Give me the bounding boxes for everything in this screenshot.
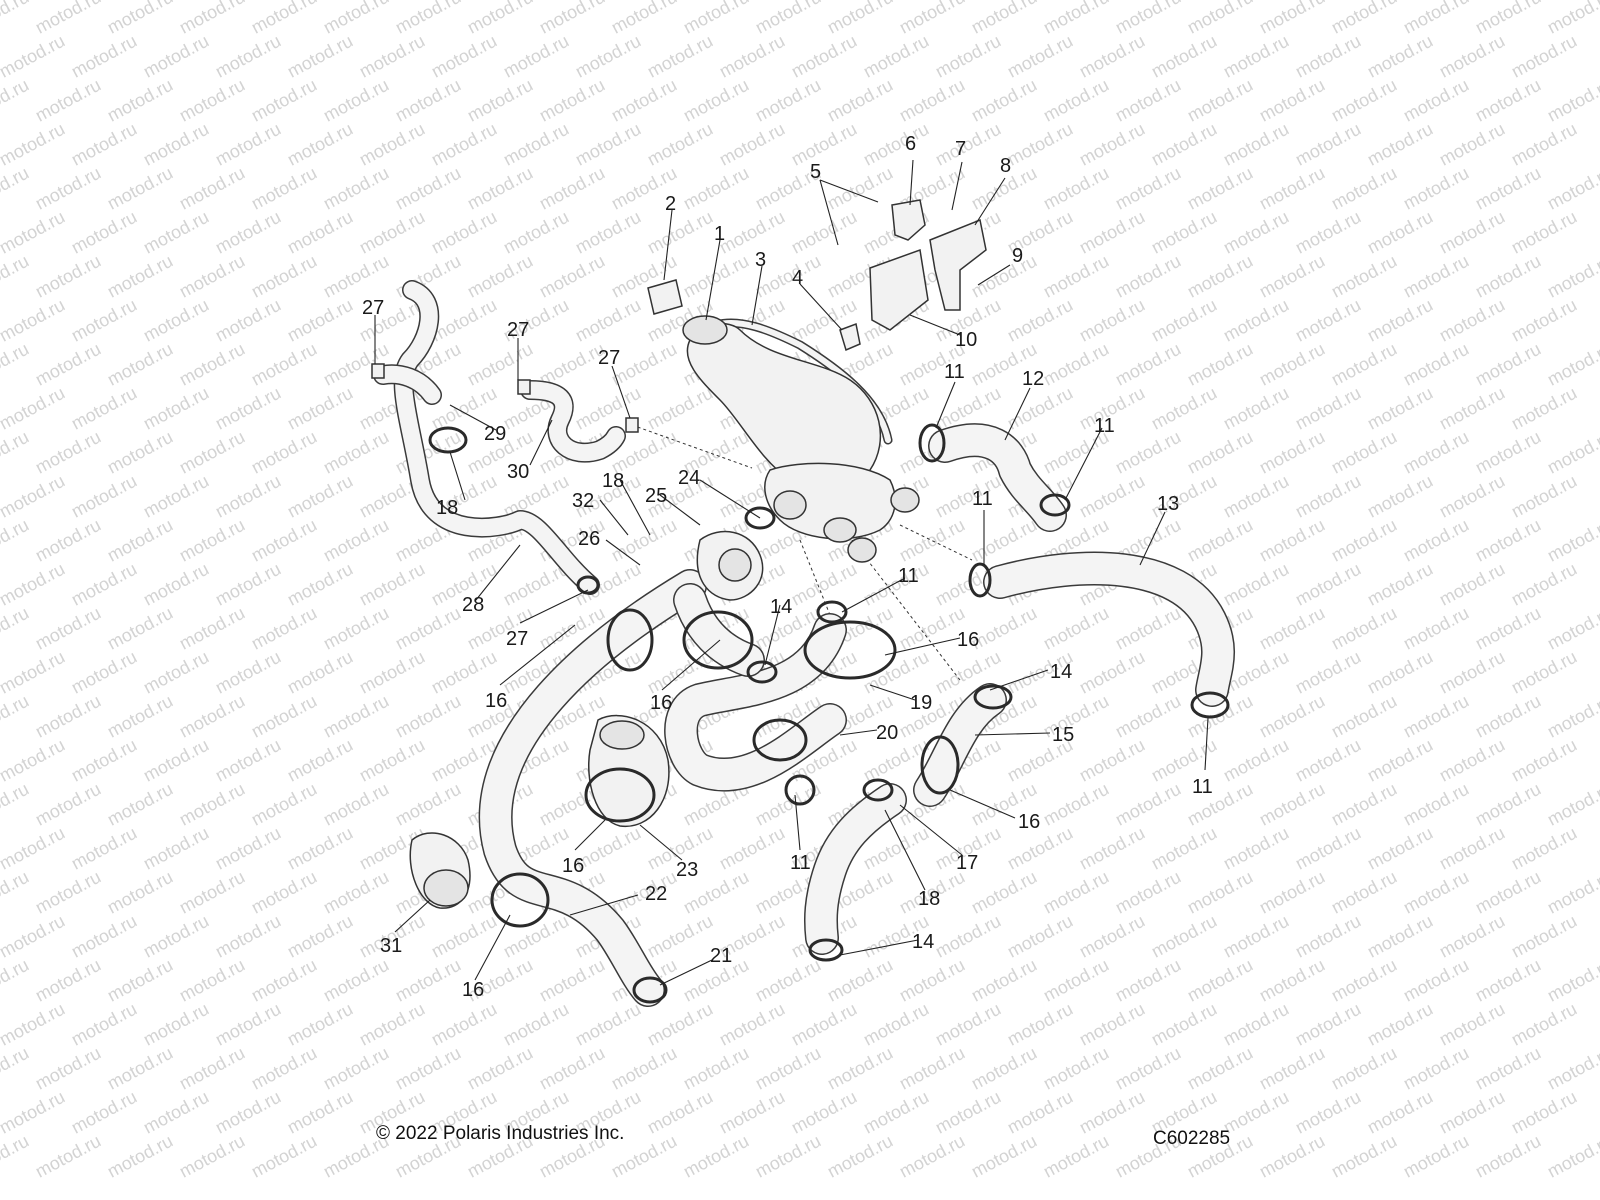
- callout-25: 25: [645, 485, 667, 507]
- bracket-10: [869, 248, 929, 331]
- hose-30: [520, 380, 626, 463]
- part-31: [409, 832, 471, 909]
- callout-27c: 27: [598, 347, 620, 369]
- callout-20: 20: [876, 722, 898, 744]
- callout-14c: 14: [770, 596, 792, 618]
- callout-16e: 16: [562, 855, 584, 877]
- callout-11b: 11: [1094, 415, 1115, 437]
- callout-7: 7: [955, 138, 966, 160]
- callout-27a: 27: [362, 297, 384, 319]
- hose-22: [478, 569, 707, 1007]
- callout-30: 30: [507, 461, 529, 483]
- hose-15: [913, 683, 1007, 807]
- cap-2: [647, 279, 683, 315]
- callout-11a: 11: [944, 361, 965, 383]
- callout-4: 4: [792, 267, 803, 289]
- callout-16b: 16: [1018, 811, 1040, 833]
- callout-28: 28: [462, 594, 484, 616]
- bracket-6: [891, 199, 926, 241]
- copyright-notice: © 2022 Polaris Industries Inc.: [376, 1123, 625, 1144]
- callout-19: 19: [910, 692, 932, 714]
- callout-1: 1: [714, 223, 725, 245]
- callout-14a: 14: [1050, 661, 1072, 683]
- callout-27b: 27: [507, 319, 529, 341]
- clamps: [371, 363, 1230, 1004]
- callout-6: 6: [905, 133, 916, 155]
- sensor-4: [839, 322, 861, 352]
- hose-13: [983, 551, 1235, 707]
- callout-17: 17: [956, 852, 978, 874]
- callout-13: 13: [1157, 493, 1179, 515]
- hose-12: [928, 423, 1067, 532]
- callout-11c: 11: [972, 488, 993, 510]
- callout-15: 15: [1052, 724, 1074, 746]
- part-14-elbow: [673, 583, 765, 677]
- callout-16c: 16: [485, 690, 507, 712]
- callout-11d: 11: [898, 565, 919, 587]
- housing-24: [764, 462, 920, 563]
- callout-23: 23: [676, 859, 698, 881]
- callout-18c: 18: [602, 470, 624, 492]
- callout-16a: 16: [957, 629, 979, 651]
- callout-3: 3: [755, 249, 766, 271]
- callout-8: 8: [1000, 155, 1011, 177]
- callout-29: 29: [484, 423, 506, 445]
- callout-16d: 16: [650, 692, 672, 714]
- callout-18b: 18: [436, 497, 458, 519]
- callout-16f: 16: [462, 979, 484, 1001]
- drawing-code: C602285: [1153, 1128, 1231, 1149]
- callout-10: 10: [955, 329, 977, 351]
- callout-22: 22: [645, 883, 667, 905]
- callout-2: 2: [665, 193, 676, 215]
- hose-17-18: [803, 783, 907, 955]
- callout-12: 12: [1022, 368, 1044, 390]
- callout-11f: 11: [790, 852, 811, 874]
- callout-5: 5: [810, 161, 821, 183]
- callout-26: 26: [578, 528, 600, 550]
- callout-labels: 1 2 3 4 5 6 7 8 9 10 11 12 11 13 11 11 1…: [362, 133, 1213, 1001]
- callout-32: 32: [572, 490, 594, 512]
- callout-9: 9: [1012, 245, 1023, 267]
- bracket-8: [929, 218, 987, 311]
- part-23: [584, 714, 670, 828]
- leader-lines: [374, 159, 1209, 986]
- callout-31: 31: [380, 935, 402, 957]
- callout-27d: 27: [506, 628, 528, 650]
- callout-14b: 14: [912, 931, 934, 953]
- hose-28: [373, 280, 600, 595]
- callout-24: 24: [678, 467, 700, 489]
- callout-18a: 18: [918, 888, 940, 910]
- callout-11e: 11: [1192, 776, 1213, 798]
- pump-25: [696, 530, 764, 601]
- callout-21: 21: [710, 945, 732, 967]
